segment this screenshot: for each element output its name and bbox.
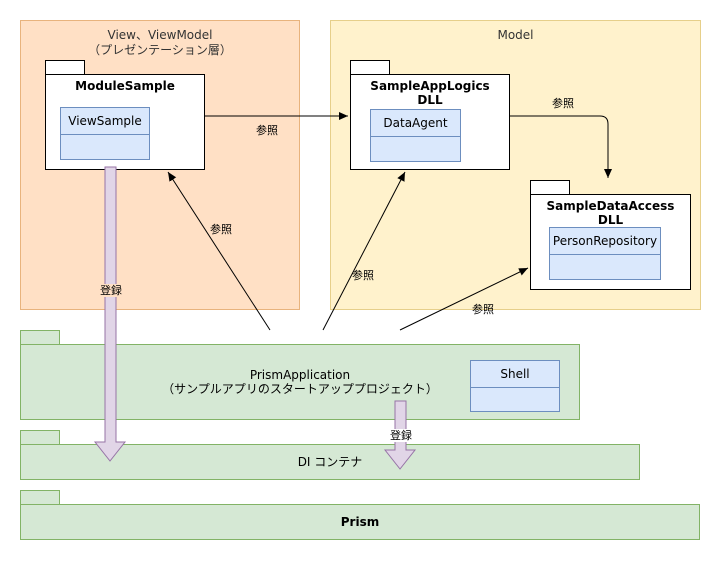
- ref-app-to-logics-arrow: [322, 171, 406, 331]
- ref-app-to-access-arrow: [399, 267, 529, 331]
- presentation-region-title: View、ViewModel: [107, 28, 213, 42]
- ref-app-to-module-arrow: [167, 171, 271, 331]
- ref-app-to-access-label: 参照: [472, 303, 494, 316]
- prism-application-description: （サンプルアプリのスタートアッププロジェクト）: [162, 382, 438, 396]
- data-agent-class-name: DataAgent: [371, 110, 460, 137]
- register-shell-label: 登録: [390, 429, 412, 442]
- ref-app-to-module-label: 参照: [210, 223, 232, 236]
- shell-class: Shell: [470, 360, 560, 412]
- view-sample-class: ViewSample: [60, 107, 150, 160]
- module-sample-name: ModuleSample: [75, 79, 175, 93]
- model-region-title: Model: [497, 28, 534, 42]
- data-access-name: SampleDataAccess: [546, 199, 675, 213]
- data-access-dll: DLL: [597, 213, 624, 227]
- ref-module-to-logics-label: 参照: [256, 124, 278, 137]
- ref-logics-to-access-arrow: [510, 115, 612, 178]
- register-module-label: 登録: [100, 284, 122, 297]
- register-module-block-arrow: [93, 166, 127, 462]
- di-container-layer: DI コンテナ: [20, 444, 640, 480]
- person-repository-class-name: PersonRepository: [550, 228, 660, 255]
- model-region: Model: [330, 20, 701, 310]
- data-agent-class: DataAgent: [370, 109, 461, 162]
- app-logics-dll: DLL: [417, 93, 443, 107]
- di-container-label: DI コンテナ: [297, 455, 363, 469]
- prism-application-name: PrismApplication: [249, 368, 351, 382]
- presentation-region-subtitle: （プレゼンテーション層）: [88, 43, 232, 57]
- ref-logics-to-access-label: 参照: [552, 97, 574, 110]
- prism-label: Prism: [340, 515, 380, 529]
- ref-app-to-logics-label: 参照: [352, 269, 374, 282]
- app-logics-name: SampleAppLogics: [370, 79, 490, 93]
- shell-class-name: Shell: [471, 361, 559, 388]
- person-repository-class: PersonRepository: [549, 227, 661, 280]
- view-sample-class-name: ViewSample: [61, 108, 149, 135]
- prism-layer: Prism: [20, 504, 700, 540]
